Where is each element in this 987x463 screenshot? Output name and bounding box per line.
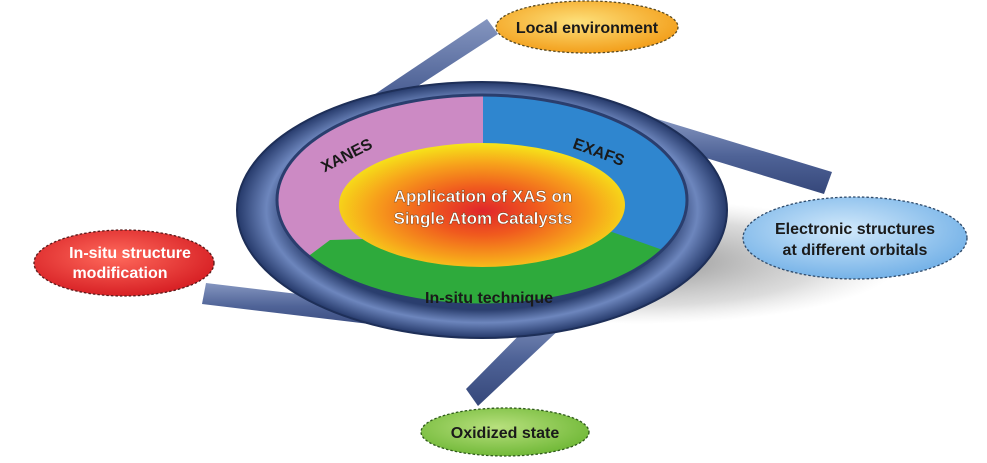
bubble-local-environment: Local environment	[495, 0, 679, 54]
center-title-line2: Single Atom Catalysts	[394, 209, 573, 228]
rod-right	[647, 118, 832, 194]
inner-ring-edge	[275, 93, 689, 307]
bubble-insitu-line2: modification	[72, 265, 167, 282]
bubble-electronic-line2: at different orbitals	[783, 242, 928, 259]
bubble-insitu-structure: In-situ structure modification	[33, 229, 215, 297]
center-core	[339, 143, 625, 267]
bubble-local-environment-label: Local environment	[516, 20, 659, 37]
bubble-oxidized-state-label: Oxidized state	[451, 425, 560, 442]
center-title-line1: Application of XAS on	[394, 187, 573, 206]
bubble-insitu-line1: In-situ structure	[69, 245, 191, 262]
label-insitu-technique: In-situ technique	[425, 290, 553, 307]
bubble-electronic-line1: Electronic structures	[775, 221, 935, 238]
bubble-oxidized-state: Oxidized state	[420, 407, 590, 457]
bubble-electronic-structures: Electronic structures at different orbit…	[742, 196, 968, 280]
